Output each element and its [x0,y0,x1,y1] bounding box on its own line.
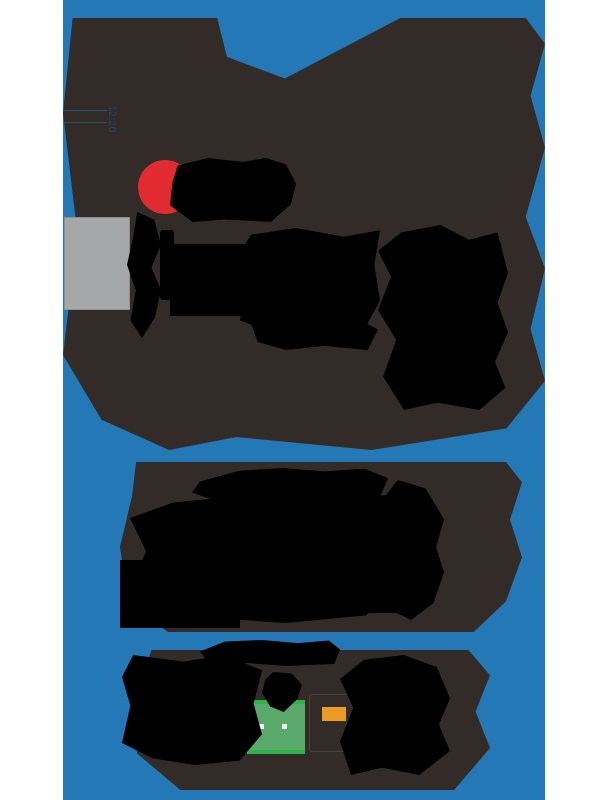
redaction-blob [122,655,262,765]
redaction-blob [300,555,400,613]
board-pin-icon [259,724,264,729]
status-rule-upper [63,110,107,111]
redaction-blob [170,158,296,222]
redaction-blob [340,655,450,775]
status-bar-clock: 12:20 [106,105,117,133]
redaction-blob [120,560,240,628]
redaction-count-label: 22 [0,0,1,1]
board-pin-icon [282,724,287,729]
redaction-blob [378,225,508,410]
status-rule-lower [63,122,107,123]
thumbnail-placeholder[interactable] [64,217,130,310]
orange-chip-icon [322,707,346,721]
redaction-blob [250,316,378,350]
